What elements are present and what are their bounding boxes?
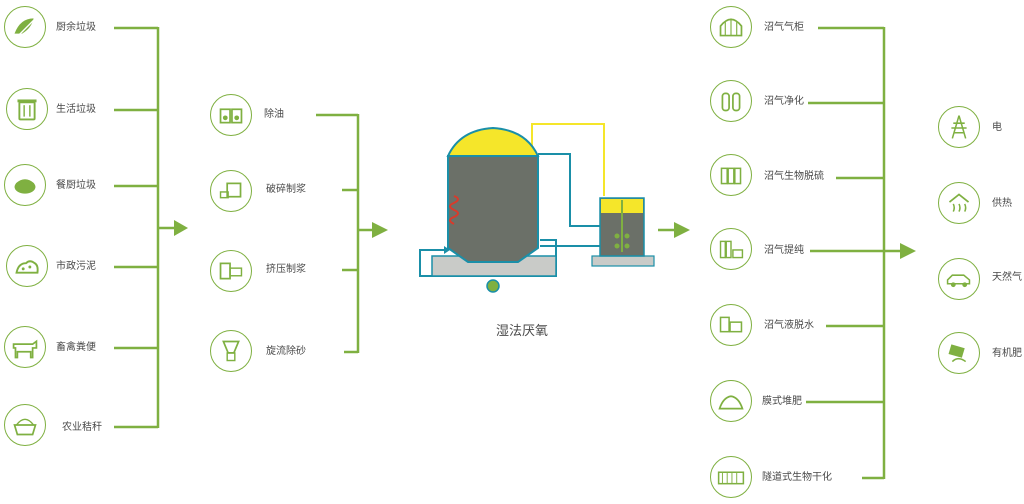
biogas-arrow [900,243,916,259]
desulfurization-icon [710,154,752,196]
pretreatment-bracket [316,113,374,354]
purification-tanks-icon [710,80,752,122]
gas-car-icon [938,258,980,300]
crusher-icon [210,170,252,212]
heating-icon [938,182,980,224]
input-label-4: 畜禽粪便 [56,342,96,353]
input-label-1: 生活垃圾 [56,104,96,115]
digester-arrow [674,222,690,238]
oil-removal-icon [210,94,252,136]
pretreatment-label-3: 旋流除砂 [266,346,306,357]
food-waste-icon [4,6,46,48]
input-arrow [174,220,188,236]
product-label-0: 电 [992,122,1002,133]
biogas-label-1: 沼气净化 [764,96,804,107]
pretreatment-label-1: 破碎制浆 [266,184,306,195]
product-label-1: 供热 [992,198,1012,209]
pretreatment-label-2: 挤压制浆 [266,264,306,275]
wet-anaerobic-digester [419,123,655,293]
input-label-3: 市政污泥 [56,261,96,272]
biogas-label-3: 沼气提纯 [764,245,804,256]
power-tower-icon [938,106,980,148]
kitchen-waste-icon [4,164,46,206]
tunnel-drying-icon [710,456,752,498]
product-label-2: 天然气 [992,272,1022,283]
upgrading-icon [710,228,752,270]
trash-can-icon [6,88,48,130]
input-label-0: 厨余垃圾 [56,22,96,33]
pretreatment-label-0: 除油 [264,109,284,120]
input-label-5: 农业秸秆 [62,422,102,433]
biogas-label-2: 沼气生物脱硫 [764,171,824,182]
pretreatment-arrow [372,222,388,238]
input-bracket [114,26,176,429]
hydrocyclone-icon [210,330,252,372]
membrane-compost-icon [710,380,752,422]
input-label-2: 餐厨垃圾 [56,180,96,191]
biogas-label-5: 膜式堆肥 [762,396,802,407]
digester-title: 湿法厌氧 [496,324,549,339]
biogas-label-6: 隧道式生物干化 [762,472,832,483]
extruder-icon [210,250,252,292]
biogas-label-0: 沼气气柜 [764,22,804,33]
biogas-label-4: 沼气液脱水 [764,320,814,331]
cow-icon [4,326,46,368]
fertilizer-icon [938,332,980,374]
dewatering-icon [710,304,752,346]
gas-holder-icon [710,6,752,48]
sludge-icon [6,245,48,287]
straw-basket-icon [4,404,46,446]
biogas-bracket [806,26,902,480]
product-label-3: 有机肥 [992,348,1022,359]
